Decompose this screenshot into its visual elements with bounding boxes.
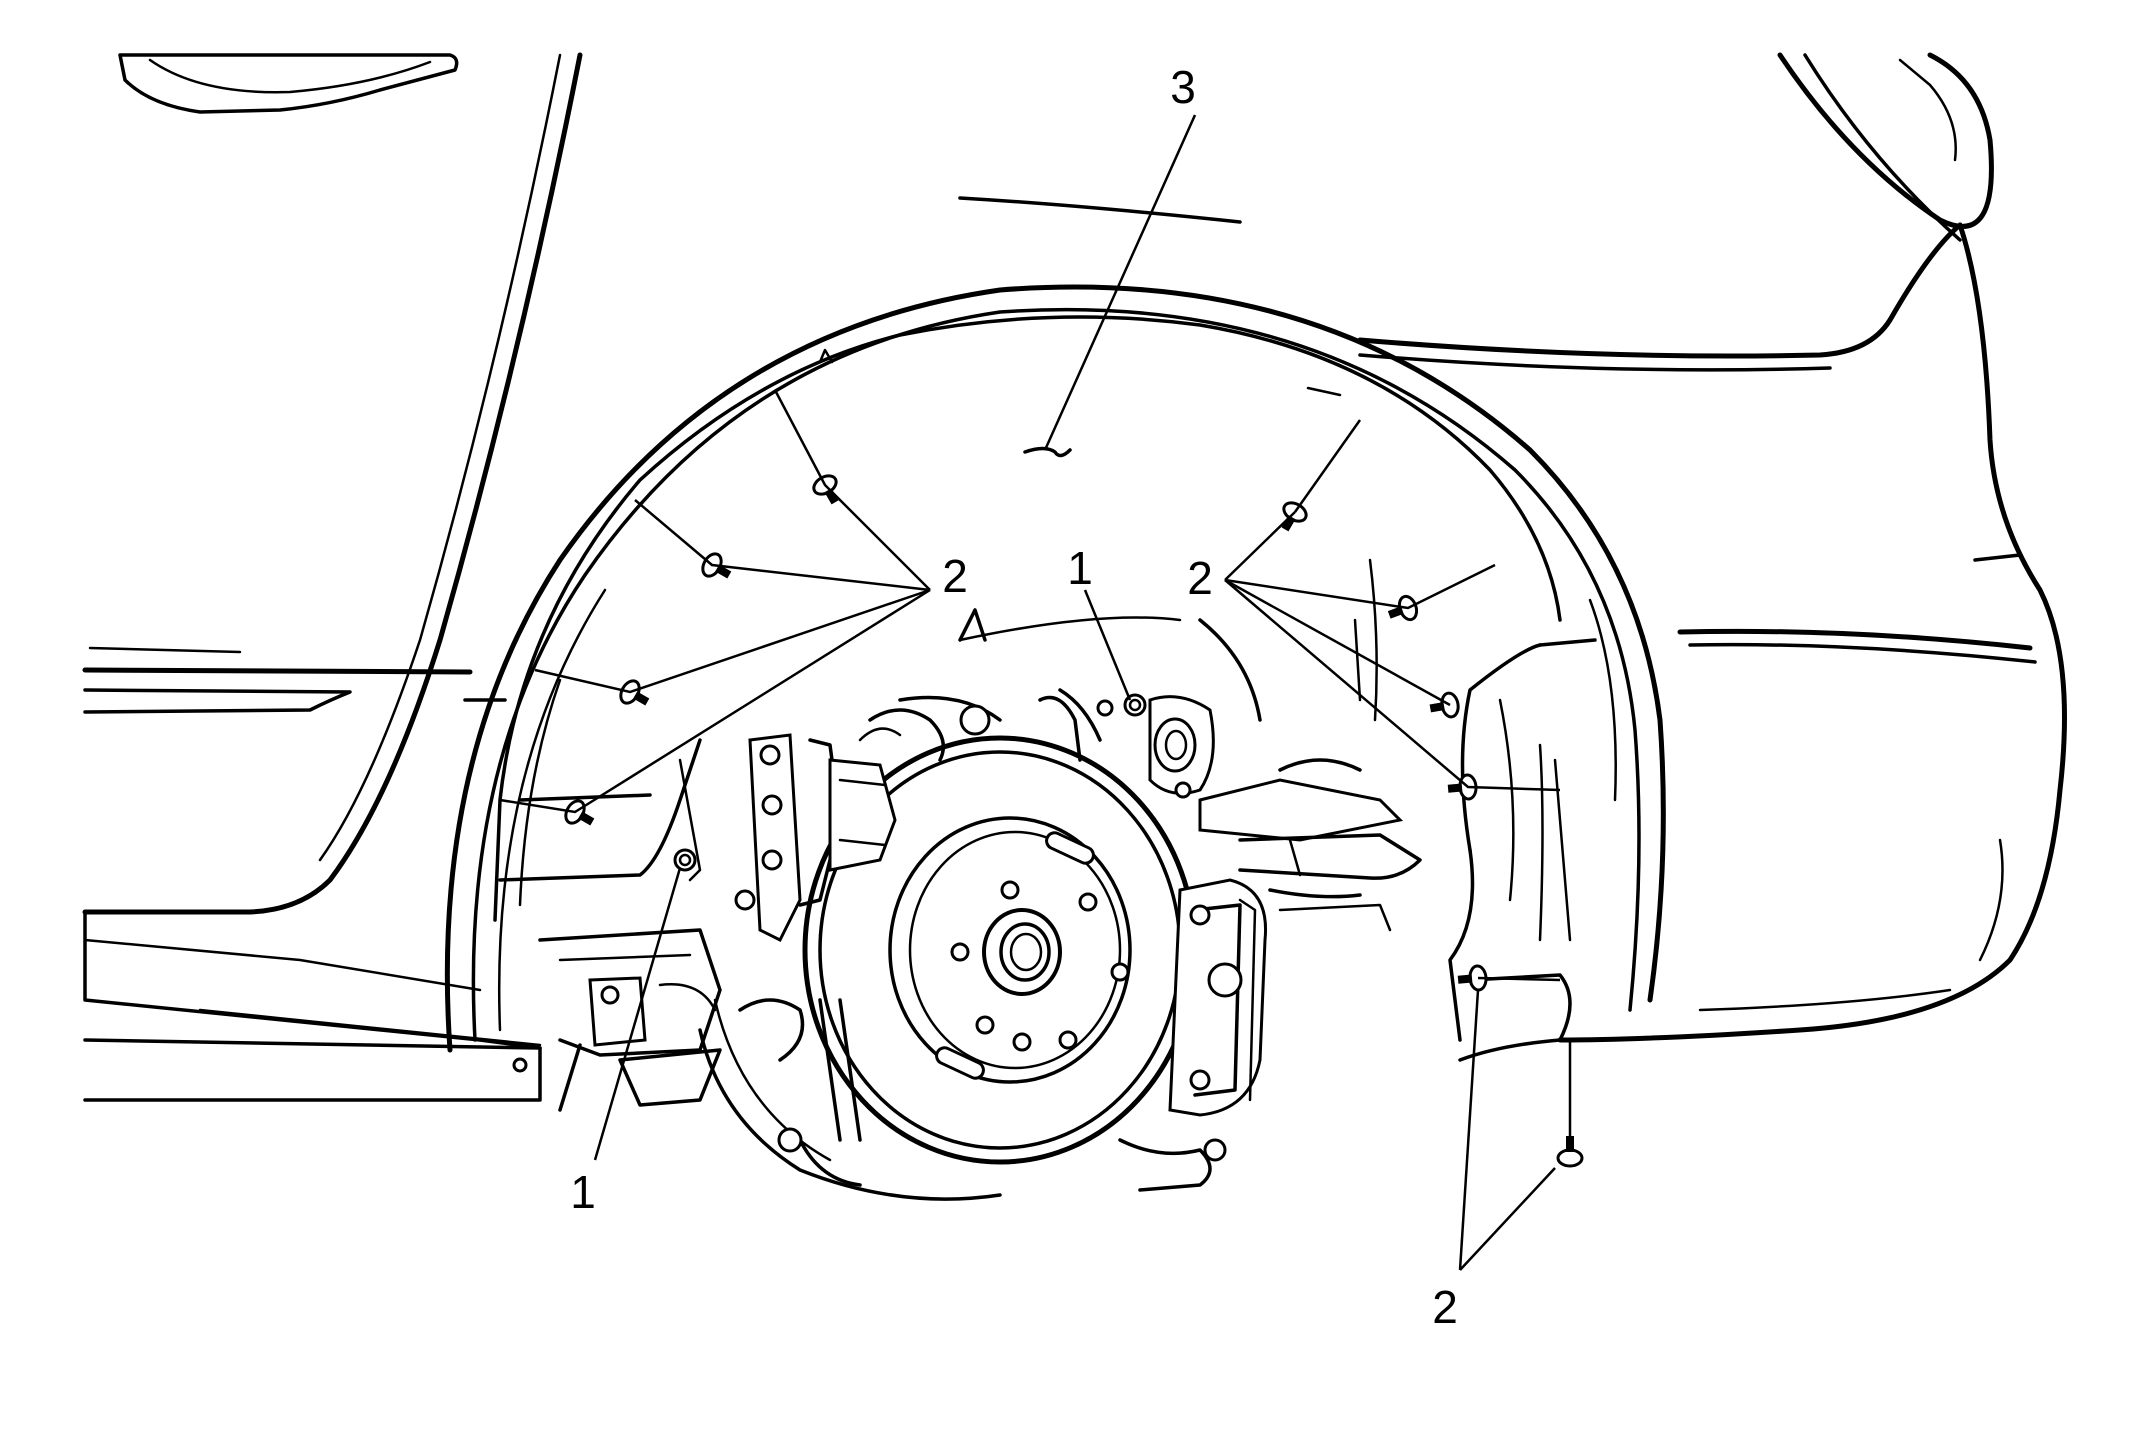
- push-pin-retainer: [1556, 1136, 1584, 1168]
- wheel-arch: [444, 284, 1666, 1053]
- push-pin-retainer: [1387, 594, 1419, 622]
- callout-2-left: 2: [942, 550, 968, 602]
- wheelhouse-liner: [493, 315, 1572, 1042]
- push-pin-retainer: [1281, 501, 1308, 532]
- callout-3: 3: [1170, 61, 1196, 113]
- push-pin-retainer: [564, 799, 595, 826]
- callout-1-center: 1: [1067, 542, 1093, 594]
- callout-labels: 3 2 1 2 1 2: [570, 61, 1458, 1333]
- leader-lines: [499, 114, 1572, 1271]
- vehicle-body: [82, 52, 2067, 1102]
- brake-rotor-assembly: [512, 688, 1422, 1201]
- push-pin-retainer: [619, 679, 650, 706]
- lug-studs: [950, 880, 1130, 1052]
- callout-1-left: 1: [570, 1166, 596, 1218]
- callout-2-bottom: 2: [1432, 1281, 1458, 1333]
- push-pin-retainer: [812, 474, 839, 505]
- callout-2-right: 2: [1187, 552, 1213, 604]
